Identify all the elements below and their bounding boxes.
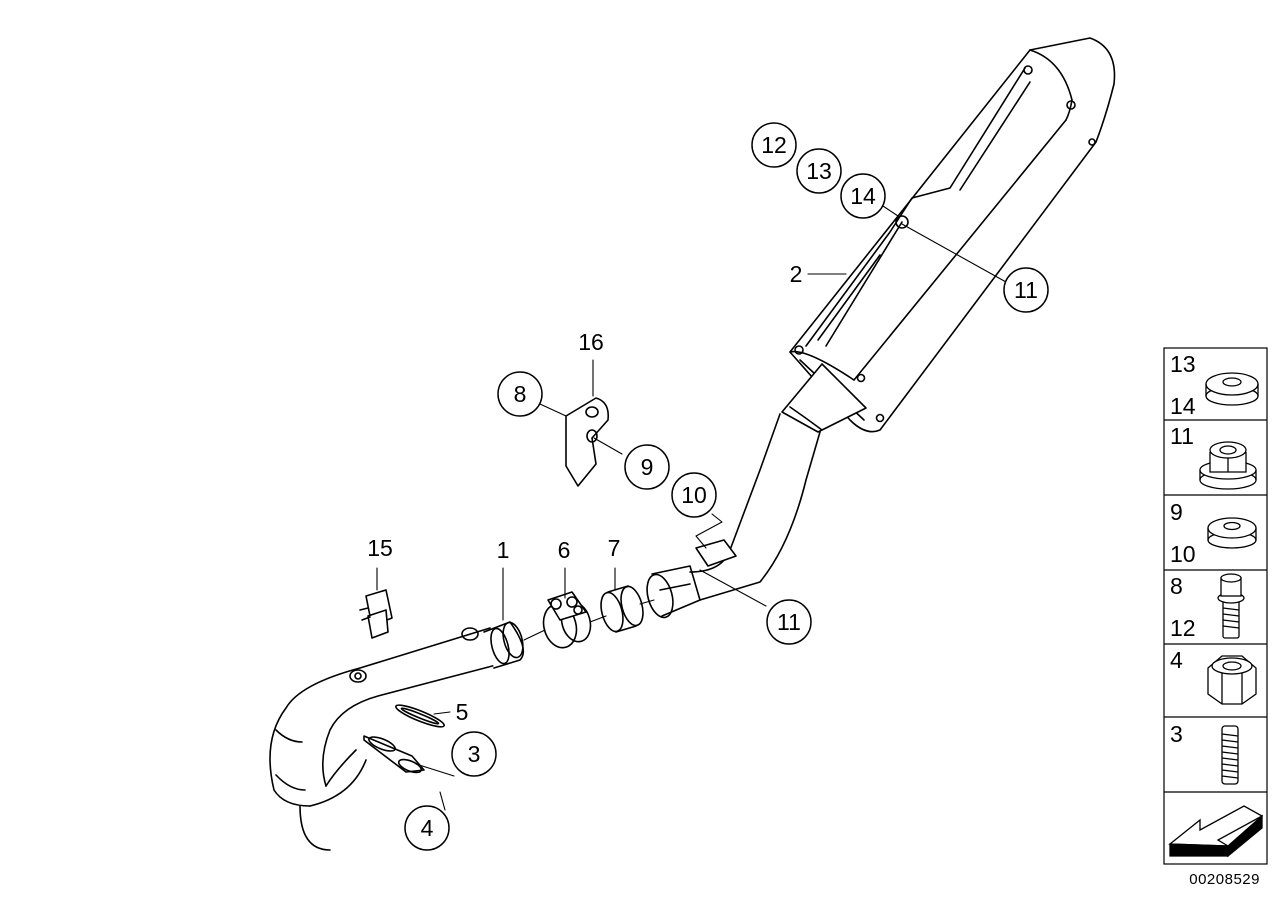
- leader-lines: [376, 203, 1007, 811]
- label-part-3: 3: [468, 741, 481, 767]
- clamp-part: [542, 591, 592, 649]
- rubber-grommet-icon: [1207, 517, 1257, 549]
- legend-12-label: 12: [1170, 615, 1196, 641]
- part-labels: 1 2 3 4 5 6 7 8 9 10 11 11 12 13 14 15 1…: [367, 132, 1038, 841]
- sleeve-part: [600, 585, 644, 633]
- stud-bolt-icon: [1221, 725, 1239, 785]
- legend-14-label: 14: [1170, 393, 1196, 419]
- collar-nut-icon: [1199, 441, 1257, 490]
- label-part-4: 4: [421, 815, 434, 841]
- label-part-9: 9: [641, 454, 654, 480]
- label-part-2: 2: [790, 261, 803, 287]
- label-part-6: 6: [558, 537, 571, 563]
- label-part-8: 8: [514, 381, 527, 407]
- sensor-part: [359, 589, 393, 639]
- legend-10-label: 10: [1170, 541, 1196, 567]
- label-part-14: 14: [850, 183, 876, 209]
- legend-11-label: 11: [1170, 423, 1194, 449]
- legend-3-label: 3: [1170, 721, 1183, 747]
- legend-4-label: 4: [1170, 647, 1183, 673]
- header-pipe-part: [269, 621, 525, 851]
- label-part-11-lower: 11: [777, 609, 801, 635]
- direction-arrow-icon: [1168, 805, 1264, 858]
- label-part-10: 10: [681, 482, 707, 508]
- legend-8-label: 8: [1170, 573, 1183, 599]
- label-part-12: 12: [761, 132, 787, 158]
- gasket-part: [395, 704, 445, 728]
- legend-9-label: 9: [1170, 499, 1183, 525]
- connector-pipe-part: [646, 565, 701, 619]
- callout-circles: [404, 122, 1049, 851]
- parts-legend: 13 14 11 9 10 8 12: [1163, 347, 1268, 865]
- label-part-11-upper: 11: [1014, 277, 1038, 303]
- drawing-number: 00208529: [1189, 871, 1260, 888]
- silencer-part: [689, 37, 1116, 601]
- label-part-1: 1: [497, 537, 510, 563]
- bracket-part: [565, 397, 610, 487]
- label-part-7: 7: [608, 535, 621, 561]
- label-part-5: 5: [456, 699, 469, 725]
- label-part-15: 15: [367, 535, 393, 561]
- flange-part: [363, 735, 425, 774]
- hex-nut-icon: [1207, 655, 1257, 705]
- rubber-grommet-icon: [1205, 372, 1259, 406]
- flange-bolt-icon: [1217, 573, 1245, 639]
- label-part-13: 13: [806, 158, 832, 184]
- grommet-part: [695, 539, 737, 567]
- label-part-16: 16: [578, 329, 604, 355]
- legend-13-label: 13: [1170, 351, 1196, 377]
